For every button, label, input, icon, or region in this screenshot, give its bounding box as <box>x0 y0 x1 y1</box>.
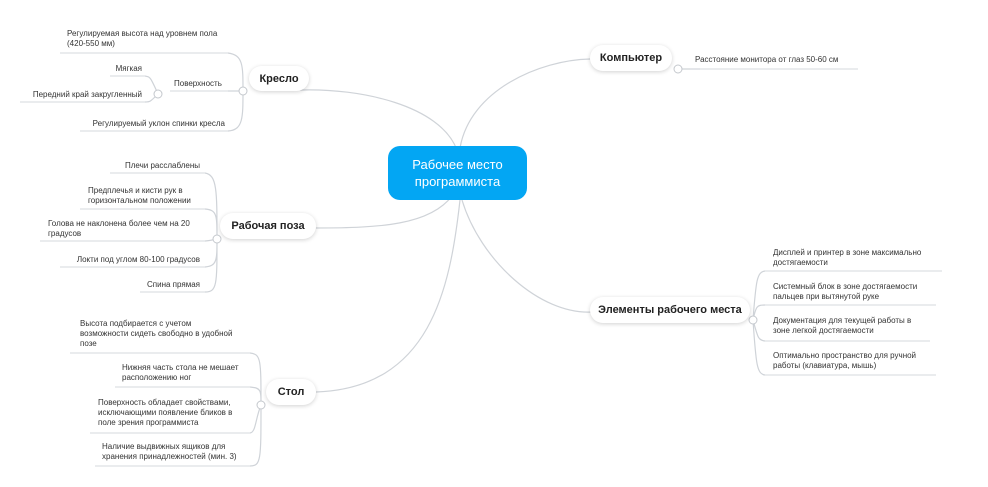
elements-item-documentation[interactable]: Документация для текущей работы в зоне л… <box>773 316 912 335</box>
connector-elements-items <box>752 270 766 376</box>
topic-computer[interactable]: Компьютер <box>590 45 672 71</box>
computer-item-distance[interactable]: Расстояние монитора от глаз 50-60 см <box>695 55 839 64</box>
central-topic[interactable]: Рабочее место программиста <box>388 146 527 200</box>
node-dot-chair[interactable] <box>238 86 248 96</box>
desk-item-surface[interactable]: Поверхность обладает свойствами, исключа… <box>98 398 233 427</box>
topic-chair-label: Кресло <box>259 72 299 85</box>
desk-item-drawers[interactable]: Наличие выдвижных ящиков для хранения пр… <box>102 442 237 461</box>
pose-item-head[interactable]: Голова не наклонена более чем на 20 град… <box>48 219 190 238</box>
desk-item-legroom[interactable]: Нижняя часть стола не мешает расположени… <box>122 363 239 382</box>
pose-item-shoulders[interactable]: Плечи расслаблены <box>125 161 200 170</box>
connector-central-desk <box>315 199 461 393</box>
topic-pose[interactable]: Рабочая поза <box>220 213 316 239</box>
elements-item-system-unit[interactable]: Системный блок в зоне достягаемости паль… <box>773 282 918 301</box>
topic-elements[interactable]: Элементы рабочего места <box>590 297 750 323</box>
pose-item-forearms[interactable]: Предплечья и кисти рук в горизонтальном … <box>88 186 191 205</box>
chair-item-height[interactable]: Регулируемая высота над уровнем пола (42… <box>67 29 218 48</box>
topic-elements-label: Элементы рабочего места <box>598 304 742 316</box>
connector-central-chair <box>299 89 458 151</box>
chair-item-backrest[interactable]: Регулируемый уклон спинки кресла <box>92 119 225 128</box>
node-dot-desk[interactable] <box>256 400 266 410</box>
connector-central-pose <box>315 195 453 229</box>
topic-computer-label: Компьютер <box>599 52 663 64</box>
connector-desk-items <box>249 352 262 467</box>
node-dot-surface[interactable] <box>153 89 163 99</box>
connector-chair-item2 <box>227 90 244 132</box>
connector-central-elements <box>461 199 593 313</box>
desk-item-height[interactable]: Высота подбирается с учетом возможности … <box>80 319 233 348</box>
topic-desk-label: Стол <box>277 386 305 398</box>
connector-surface-items <box>144 75 159 103</box>
connector-pose-items <box>204 172 218 293</box>
connector-central-computer <box>459 58 591 149</box>
topic-pose-label: Рабочая поза <box>231 220 305 232</box>
topic-desk[interactable]: Стол <box>266 379 316 405</box>
elements-item-workspace[interactable]: Оптимально пространство для ручной работ… <box>773 351 917 370</box>
connector-chair-item1 <box>227 52 244 92</box>
surface-item-rounded-edge[interactable]: Передний край закругленный <box>32 90 142 99</box>
central-topic-label: Рабочее место программиста <box>412 157 503 189</box>
pose-item-back[interactable]: Спина прямая <box>147 280 200 289</box>
node-dot-elements[interactable] <box>748 315 758 325</box>
node-dot-pose[interactable] <box>212 234 222 244</box>
node-dot-computer[interactable] <box>673 64 683 74</box>
topic-chair[interactable]: Кресло <box>249 66 309 91</box>
elements-item-display[interactable]: Дисплей и принтер в зоне максимально дос… <box>773 248 922 267</box>
surface-item-soft[interactable]: Мягкая <box>115 64 142 73</box>
pose-item-elbows[interactable]: Локти под углом 80-100 градусов <box>76 255 200 264</box>
chair-surface-label[interactable]: Поверхность <box>174 79 222 88</box>
